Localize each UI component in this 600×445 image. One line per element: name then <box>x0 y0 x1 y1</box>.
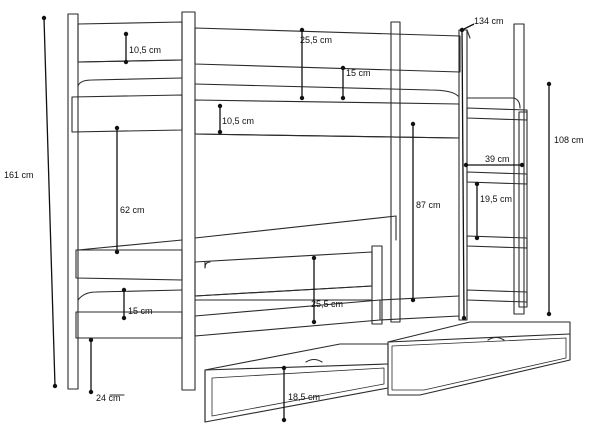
upper-side-rail <box>71 94 460 139</box>
dim-lower-guard-height: 25,5 cm <box>311 255 343 325</box>
dim-ladder-offset-label: 134 cm <box>474 16 504 26</box>
dim-rung-spacing: 19,5 cm <box>474 181 512 241</box>
front-middle-post <box>181 11 196 391</box>
dim-lower-clearance: 62 cm <box>114 125 145 255</box>
dim-ladder-height-label: 108 cm <box>554 135 584 145</box>
dim-upper-rail-bottom-label: 10,5 cm <box>222 116 254 126</box>
dim-upper-guard-height-label: 25,5 cm <box>300 35 332 45</box>
dim-ladder-width: 39 cm <box>463 154 525 168</box>
upper-guard-rail <box>77 21 461 73</box>
dim-drawer-height: 18,5 cm <box>281 365 320 423</box>
dim-upper-rail-top-label: 10,5 cm <box>129 45 161 55</box>
lower-bed-frame <box>77 215 401 301</box>
lower-mattress <box>77 289 373 301</box>
dim-rung-spacing-label: 19,5 cm <box>480 194 512 204</box>
dim-lower-guard-height-label: 25,5 cm <box>311 299 343 309</box>
dim-upper-rail-top: 10,5 cm <box>123 31 161 65</box>
dim-drawer-height-label: 18,5 cm <box>288 392 320 402</box>
dim-lower-clearance-label: 62 cm <box>120 205 145 215</box>
dimension-lines: 161 cm 10,5 cm 25,5 cm 15 cm 10,5 cm 62 … <box>4 15 584 423</box>
dim-ladder-offset: 134 cm <box>459 16 504 321</box>
back-posts <box>390 21 525 323</box>
lower-side-rail <box>75 295 460 339</box>
dim-upper-mattress-height-label: 15 cm <box>346 68 371 78</box>
dim-upper-clearance: 87 cm <box>410 121 441 303</box>
dim-ladder-height: 108 cm <box>546 81 584 317</box>
dim-upper-guard-height: 25,5 cm <box>299 27 332 101</box>
bed-outline <box>67 11 571 423</box>
dim-leg-width-label: 24 cm <box>96 393 121 403</box>
dim-upper-clearance-label: 87 cm <box>416 200 441 210</box>
drawer-left <box>109 343 389 423</box>
front-left-post <box>67 13 79 390</box>
dim-total-height-label: 161 cm <box>4 170 34 180</box>
ladder <box>466 107 528 308</box>
dim-ladder-width-label: 39 cm <box>485 154 510 164</box>
dim-lower-mattress-label: 15 cm <box>128 306 153 316</box>
dim-upper-mattress-height: 15 cm <box>340 65 371 101</box>
upper-mattress <box>77 77 521 109</box>
drawer-right <box>387 321 571 396</box>
dim-leg-width: 24 cm <box>88 337 121 403</box>
dim-total-height: 161 cm <box>4 15 58 389</box>
dim-upper-rail-bottom: 10,5 cm <box>217 103 254 135</box>
lower-guard-rail <box>75 245 383 325</box>
dim-lower-mattress: 15 cm <box>121 287 153 321</box>
